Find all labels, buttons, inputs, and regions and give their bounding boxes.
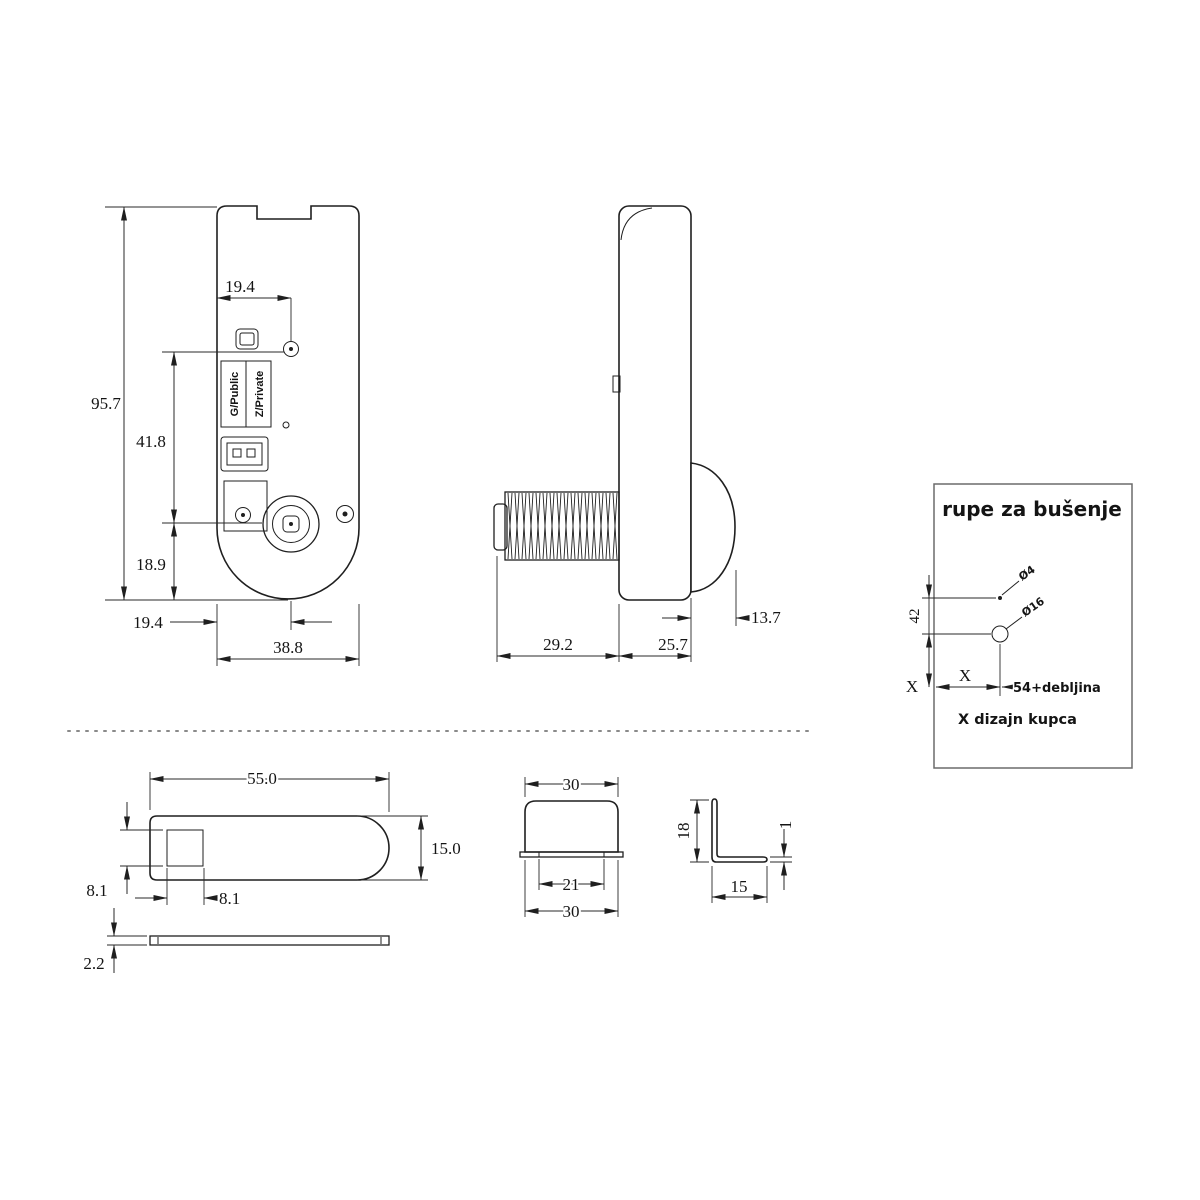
drill-panel-title: rupe za bušenje bbox=[942, 497, 1122, 521]
drill-panel-border bbox=[933, 483, 1133, 769]
spacer-cap-base bbox=[519, 851, 624, 858]
drill-hole-small-leader bbox=[1001, 580, 1020, 596]
dim-label-x-vertical: X bbox=[906, 677, 918, 696]
spacer-cap: 30 21 30 bbox=[519, 773, 624, 923]
dim-label-cam-length: 55.0 bbox=[247, 769, 277, 788]
dim-label-hole-v: 8.1 bbox=[86, 881, 107, 900]
dim-label-knob: 13.7 bbox=[751, 608, 781, 627]
drill-hole-large bbox=[991, 625, 1009, 643]
corner-bracket-outline bbox=[711, 798, 768, 863]
dim-label-cap-inner: 21 bbox=[563, 875, 580, 894]
front-view: G/Public Z/Private bbox=[89, 205, 360, 666]
cap-extension-lines bbox=[524, 777, 619, 917]
dim-label-bottom-offset: 19.4 bbox=[133, 613, 163, 632]
dim-label-42: 42 bbox=[907, 609, 923, 624]
cam-plate: 55.0 15.0 8.1 8.1 2.2 bbox=[81, 767, 462, 975]
side-body-top-curve bbox=[620, 207, 653, 241]
mode-label-public: G/Public bbox=[229, 372, 241, 417]
side-view: 13.7 29.2 25.7 bbox=[493, 205, 783, 662]
dim-label-top-offset: 19.4 bbox=[225, 277, 255, 296]
mode-label-private: Z/Private bbox=[254, 371, 266, 417]
lock-cylinder bbox=[262, 495, 320, 553]
drill-hole-small bbox=[998, 596, 1002, 600]
dim-label-bracket-thickness: 1 bbox=[776, 821, 795, 830]
side-body-outline bbox=[618, 205, 692, 601]
mount-pad bbox=[223, 480, 268, 532]
shaft-end-cap bbox=[493, 503, 508, 551]
drill-hole-small-label: Ø4 bbox=[1016, 563, 1038, 584]
cam-thin-plate bbox=[149, 935, 390, 946]
dim-label-mid-height: 41.8 bbox=[136, 432, 166, 451]
corner-bracket: 18 1 15 bbox=[672, 798, 797, 903]
mode-labels: G/Public Z/Private bbox=[220, 360, 272, 428]
drill-hole-large-label: Ø16 bbox=[1019, 594, 1047, 619]
dim-label-width: 38.8 bbox=[273, 638, 303, 657]
dim-label-cap-top: 30 bbox=[563, 775, 580, 794]
led-hole bbox=[282, 421, 290, 429]
dim-label-hole-h: 8.1 bbox=[219, 889, 240, 908]
dim-label-bracket-width: 15 bbox=[731, 877, 748, 896]
dim-label-body-depth: 25.7 bbox=[658, 635, 688, 654]
battery-connector bbox=[220, 436, 269, 472]
side-catch bbox=[612, 375, 621, 393]
threaded-shaft bbox=[493, 491, 620, 561]
screw-hole bbox=[336, 505, 354, 523]
dim-label-thickness: 2.2 bbox=[83, 954, 104, 973]
spacer-cap-outline bbox=[524, 800, 619, 853]
dim-label-cam-width: 15.0 bbox=[431, 839, 461, 858]
dim-label-depth: 54+debljina bbox=[1013, 681, 1101, 696]
cam-extension-lines bbox=[107, 772, 428, 946]
dim-label-x-horizontal: X bbox=[959, 666, 971, 685]
front-extension-lines bbox=[105, 206, 360, 666]
reset-button bbox=[235, 328, 259, 350]
dim-label-cap-bottom: 30 bbox=[563, 902, 580, 921]
front-body-outline bbox=[216, 205, 360, 600]
dim-label-lower-height: 18.9 bbox=[136, 555, 166, 574]
side-extension-lines bbox=[496, 556, 737, 662]
drill-hole-large-leader bbox=[1005, 616, 1023, 630]
dim-label-total-height: 95.7 bbox=[91, 394, 121, 413]
drill-template-panel: rupe za bušenje Ø4 Ø16 42 X X 54+debljin… bbox=[904, 483, 1133, 769]
drill-panel-note: X dizajn kupca bbox=[958, 712, 1077, 728]
dim-label-bracket-height: 18 bbox=[674, 823, 693, 840]
knob bbox=[690, 462, 736, 593]
cam-plate-outline bbox=[149, 815, 390, 881]
cam-square-hole bbox=[166, 829, 204, 867]
drill-extension-lines bbox=[922, 597, 1001, 696]
dim-label-thread-length: 29.2 bbox=[543, 635, 573, 654]
indicator-hole bbox=[283, 341, 299, 357]
